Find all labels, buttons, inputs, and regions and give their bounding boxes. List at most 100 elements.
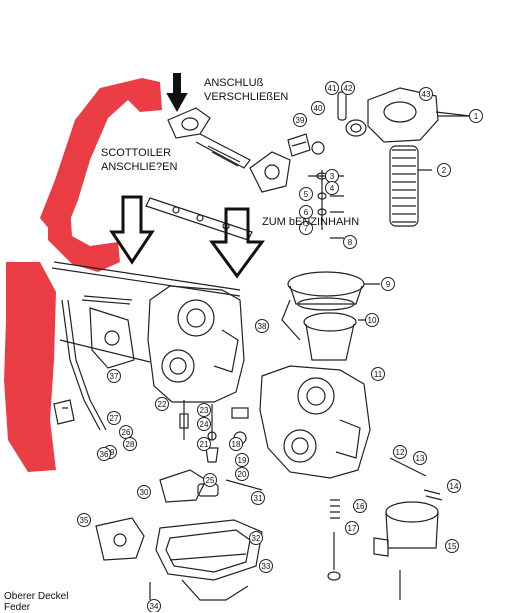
part-number-label: 41: [328, 84, 337, 93]
scottoiler-line1: SCOTTOILER: [101, 147, 172, 159]
part-number-label: 15: [448, 542, 457, 551]
anschluss-line1: ANSCHLUß: [204, 77, 264, 89]
part-number-label: 31: [254, 494, 263, 503]
part-number-label: 11: [374, 370, 383, 379]
part-number-label: 34: [150, 602, 159, 611]
part-number-label: 14: [450, 482, 459, 491]
anschluss-line2: VERSCHLIEßEN: [204, 91, 289, 103]
part-number-43: 43: [419, 87, 433, 101]
part-number-label: 5: [304, 190, 309, 199]
part-number-label: 21: [200, 440, 209, 449]
part-number-20: 20: [235, 467, 249, 481]
part-number-39: 39: [293, 113, 307, 127]
part-number-label: 37: [110, 372, 119, 381]
corner-label-line2: Feder: [4, 602, 31, 613]
part-number-label: 2: [442, 166, 447, 175]
part-number-label: 27: [110, 414, 119, 423]
down-arrow-icon: [166, 73, 188, 113]
part-number-41: 41: [325, 81, 339, 95]
part-number-5: 5: [299, 187, 313, 201]
part-number-32: 32: [249, 531, 263, 545]
part-number-label: 6: [304, 208, 309, 217]
corner-label-line1: Oberer Deckel: [4, 591, 69, 602]
part-number-label: 38: [258, 322, 267, 331]
part-number-label: 13: [416, 454, 425, 463]
part-number-31: 31: [251, 491, 265, 505]
anschluss-verschliessen-label: ANSCHLUß VERSCHLIEßEN: [204, 76, 288, 104]
part-number-label: 4: [330, 184, 335, 193]
part-number-10: 10: [365, 313, 379, 327]
part-number-15: 15: [445, 539, 459, 553]
part-number-label: 16: [356, 502, 365, 511]
part-number-40: 40: [311, 101, 325, 115]
scottoiler-label: SCOTTOILER ANSCHLIE?EN: [101, 146, 177, 174]
part-number-label: 28: [126, 440, 135, 449]
part-number-17: 17: [345, 521, 359, 535]
red-hose-highlight: [4, 78, 162, 472]
part-number-label: 40: [314, 104, 323, 113]
part-number-12: 12: [393, 445, 407, 459]
part-number-21: 21: [197, 437, 211, 451]
part-number-25: 25: [203, 473, 217, 487]
part-number-18: 18: [229, 437, 243, 451]
part-number-42: 42: [341, 81, 355, 95]
part-number-3: 3: [325, 169, 339, 183]
part-number-label: 42: [344, 84, 353, 93]
part-number-label: 19: [238, 456, 247, 465]
part-number-24: 24: [197, 417, 211, 431]
part-number-28: 28: [123, 437, 137, 451]
part-number-label: 20: [238, 470, 247, 479]
spring-2: [389, 145, 419, 227]
part-number-7: 7: [299, 221, 313, 235]
part-number-label: 36: [100, 450, 109, 459]
part-number-label: 26: [122, 428, 131, 437]
part-number-19: 19: [235, 453, 249, 467]
part-number-label: 25: [206, 476, 215, 485]
part-number-label: 8: [348, 238, 353, 247]
part-number-34: 34: [147, 599, 161, 612]
part-number-label: 9: [386, 280, 391, 289]
zum-benzinhahn-label: ZUM bENZINHAHN: [262, 216, 360, 228]
part-number-9: 9: [381, 277, 395, 291]
part-number-37: 37: [107, 369, 121, 383]
part-number-label: 24: [200, 420, 209, 429]
part-number-label: 18: [232, 440, 241, 449]
part-number-label: 32: [252, 534, 261, 543]
part-number-27: 27: [107, 411, 121, 425]
part-number-30: 30: [137, 485, 151, 499]
part-number-23: 23: [197, 403, 211, 417]
part-number-label: 43: [422, 90, 431, 99]
corner-label: Oberer Deckel Feder: [4, 591, 68, 613]
part-number-label: 12: [396, 448, 405, 457]
part-number-label: 7: [304, 224, 309, 233]
part-number-8: 8: [343, 235, 357, 249]
part-number-22: 22: [155, 397, 169, 411]
part-number-26: 26: [119, 425, 133, 439]
part-number-label: 1: [474, 112, 479, 121]
part-number-2: 2: [437, 163, 451, 177]
part-number-1: 1: [469, 109, 483, 123]
part-number-4: 4: [325, 181, 339, 195]
part-number-35: 35: [77, 513, 91, 527]
part-number-badges: 1234567891011121314151617181920212223242…: [77, 81, 483, 612]
part-number-label: 10: [368, 316, 377, 325]
part-number-label: 17: [348, 524, 357, 533]
part-number-36: 36: [97, 447, 111, 461]
part-number-label: 22: [158, 400, 167, 409]
part-number-label: 30: [140, 488, 149, 497]
scottoiler-line2: ANSCHLIE?EN: [101, 161, 178, 173]
down-arrow-icon: [109, 195, 155, 265]
part-number-13: 13: [413, 451, 427, 465]
part-number-14: 14: [447, 479, 461, 493]
part-number-33: 33: [259, 559, 273, 573]
down-arrow-icon: [209, 207, 265, 279]
part-number-label: 33: [262, 562, 271, 571]
part-number-label: 23: [200, 406, 209, 415]
part-number-label: 3: [330, 172, 335, 181]
part-number-11: 11: [371, 367, 385, 381]
part-number-6: 6: [299, 205, 313, 219]
part-number-label: 39: [296, 116, 305, 125]
part-number-16: 16: [353, 499, 367, 513]
part-number-label: 35: [80, 516, 89, 525]
